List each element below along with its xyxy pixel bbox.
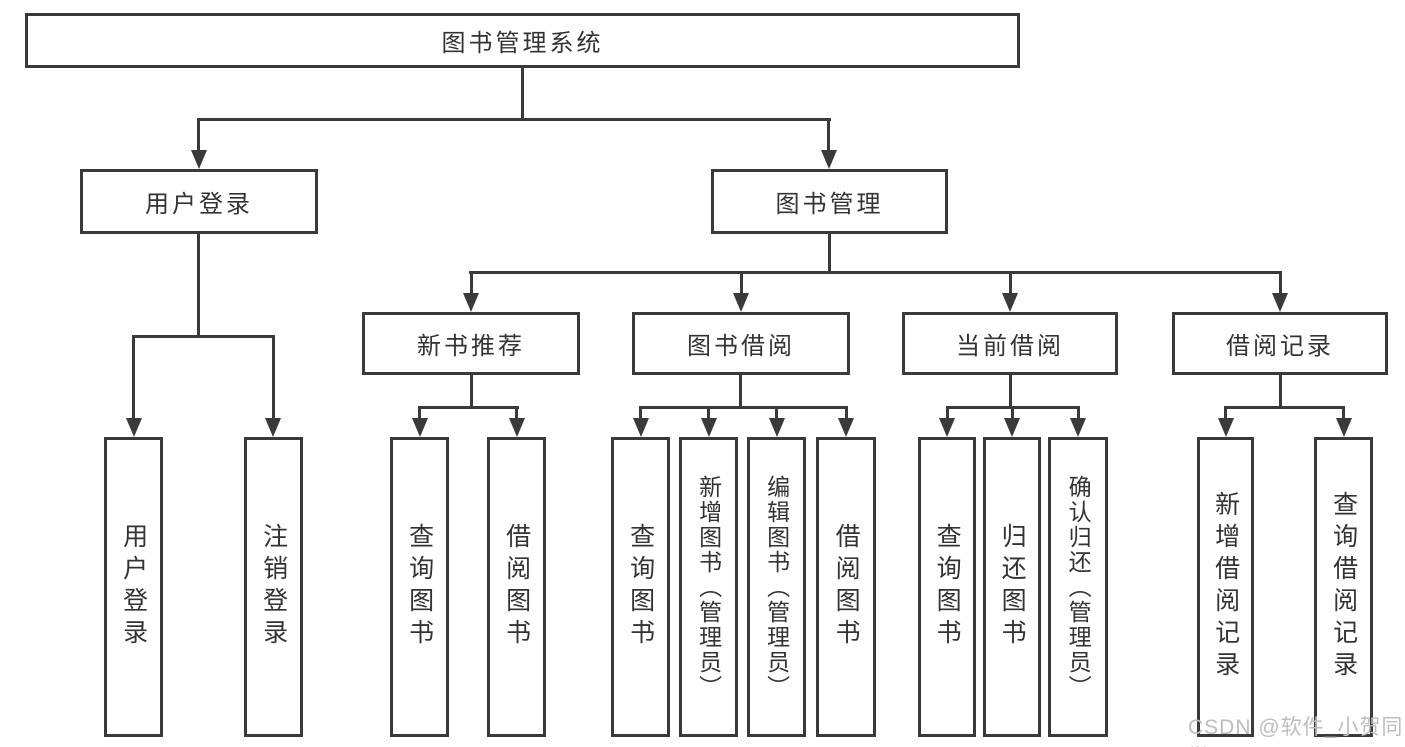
arrow-down-icon [939,418,955,437]
arrow-down-icon [191,150,207,169]
node-user-login: 用户登录 [80,169,318,234]
arrow-down-icon [126,418,142,437]
connector-line [1009,375,1012,409]
connector-line [639,406,848,409]
connector-line [1009,271,1012,297]
connector-line [1224,406,1227,420]
arrow-down-icon [1004,418,1020,437]
leaf-borrowing-add-books-admin: 新增图书（管理员） [679,437,738,737]
leaf-current-query-books: 查询图书 [918,437,976,737]
node-new-book-recommendation: 新书推荐 [362,312,580,375]
leaf-borrowing-borrow-books: 借阅图书 [816,437,876,737]
connector-line [1077,406,1080,420]
connector-line [1224,406,1345,409]
arrow-down-icon [821,150,837,169]
connector-line [197,118,831,121]
arrow-down-icon [701,418,717,437]
leaf-current-confirm-return-admin: 确认归还（管理员） [1048,437,1108,737]
leaf-recommend-query-books: 查询图书 [390,437,449,737]
arrow-down-icon [633,418,649,437]
csdn-watermark: CSDN @软件_小贺同学 [1188,716,1404,747]
connector-line [197,234,200,338]
arrow-down-icon [1002,293,1018,312]
arrow-down-icon [509,418,525,437]
connector-line [132,335,135,420]
arrow-down-icon [733,293,749,312]
arrow-down-icon [412,418,428,437]
node-book-borrowing: 图书借阅 [632,312,850,375]
node-current-borrowing: 当前借阅 [902,312,1118,375]
arrow-down-icon [769,418,785,437]
connector-line [470,375,473,409]
connector-line [469,271,1282,274]
connector-line [1342,406,1345,420]
leaf-borrowing-query-books: 查询图书 [611,437,670,737]
connector-line [132,335,275,338]
connector-line [827,118,830,154]
arrow-down-icon [1070,418,1086,437]
connector-line [828,234,831,274]
connector-line [845,406,848,420]
node-book-management: 图书管理 [711,169,948,234]
node-library-system: 图书管理系统 [25,13,1020,68]
leaf-current-return-books: 归还图书 [983,437,1041,737]
connector-line [1279,271,1282,297]
arrow-down-icon [265,418,281,437]
arrow-down-icon [1218,418,1234,437]
connector-line [1279,375,1282,409]
connector-line [272,335,275,420]
connector-line [1011,406,1014,420]
connector-line [707,406,710,420]
connector-line [739,375,742,409]
connector-line [521,68,524,121]
node-borrowing-records: 借阅记录 [1172,312,1388,375]
leaf-user-login: 用户登录 [104,437,163,737]
connector-line [470,271,473,297]
leaf-records-add-record: 新增借阅记录 [1197,437,1254,737]
arrow-down-icon [838,418,854,437]
arrow-down-icon [463,293,479,312]
leaf-logout: 注销登录 [244,437,303,737]
connector-line [418,406,421,420]
connector-line [639,406,642,420]
connector-line [946,406,949,420]
connector-line [775,406,778,420]
leaf-borrowing-edit-books-admin: 编辑图书（管理员） [747,437,806,737]
arrow-down-icon [1272,293,1288,312]
connector-line [197,118,200,154]
leaf-recommend-borrow-books: 借阅图书 [487,437,546,737]
connector-line [740,271,743,297]
connector-line [418,406,519,409]
leaf-records-query-record: 查询借阅记录 [1314,437,1373,737]
connector-line [515,406,518,420]
arrow-down-icon [1336,418,1352,437]
